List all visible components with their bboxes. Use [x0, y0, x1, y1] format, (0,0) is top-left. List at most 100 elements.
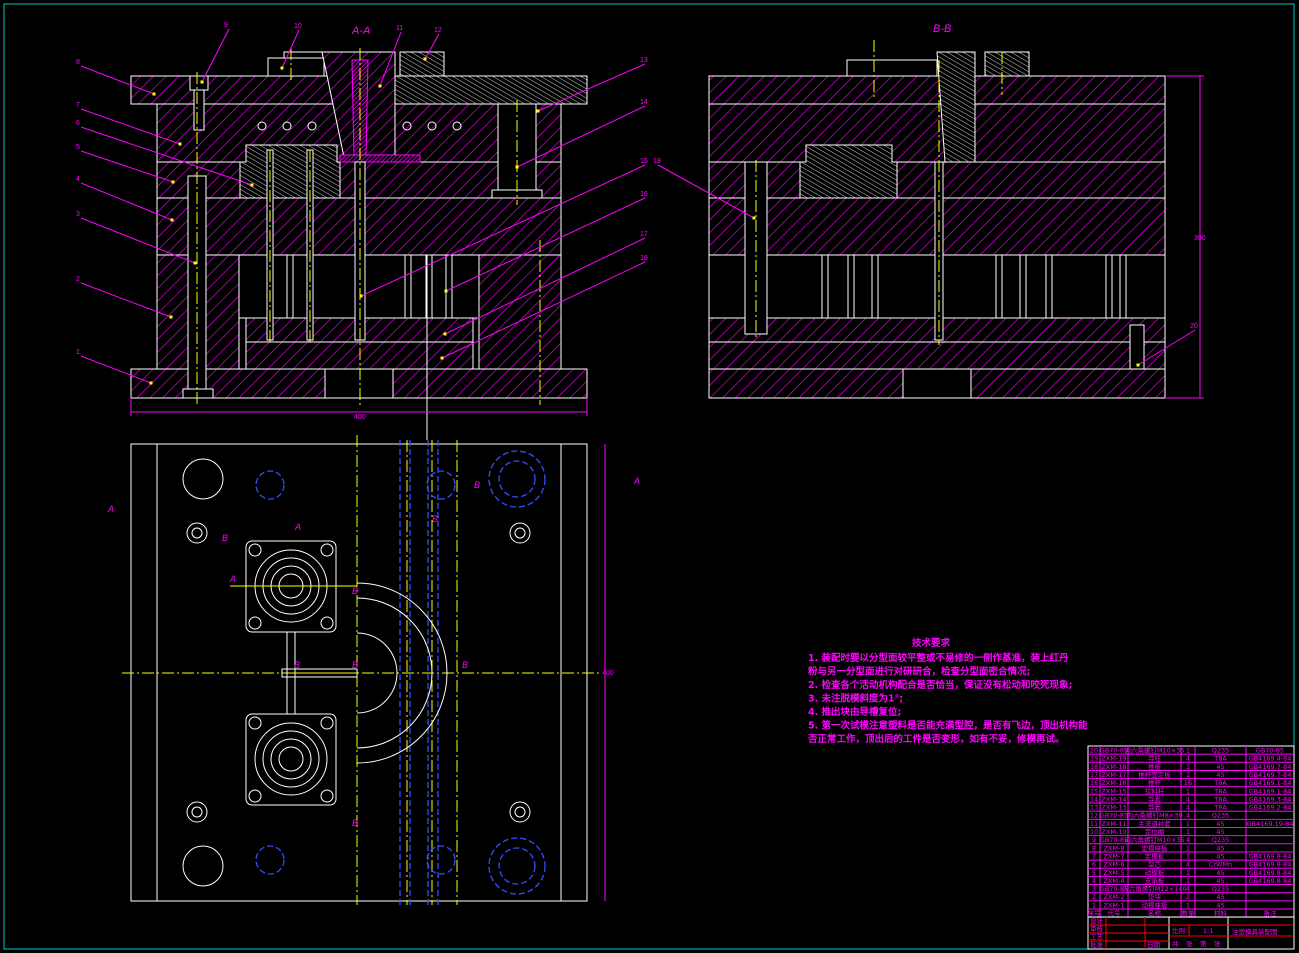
bom-cell: GB4169.3-84 [1249, 795, 1292, 803]
section-bb-title: B-B [933, 23, 951, 35]
tech-line-4: 3. 未注脱模斜度为1°; [808, 693, 903, 705]
bom-cell: 5 [1092, 869, 1096, 877]
bom-cell: 1 [1186, 844, 1190, 852]
section-bb-view: 300 B-B [708, 23, 1206, 399]
leader-line [444, 237, 646, 335]
leader-line [445, 197, 646, 292]
leader-line [657, 164, 755, 219]
bom-cell: CrWMn [1209, 861, 1232, 869]
bom-cell: 4 [1186, 804, 1190, 812]
drawing-border [3, 3, 1295, 950]
sheet-label-1: 共 [1172, 939, 1179, 948]
leader-line [441, 261, 646, 359]
bom-cell: ZXM-1 [1104, 901, 1125, 909]
bom-cell: GB4169.19-84 [1247, 820, 1294, 828]
bom-cell: 1 [1092, 901, 1096, 909]
bom-cell: GB4169.7-84 [1249, 763, 1292, 771]
bom-cell: 45 [1216, 877, 1224, 885]
leader-line [1137, 329, 1196, 366]
leader-dot [200, 80, 204, 84]
bom-cell: 9 [1092, 836, 1096, 844]
bom-cell: T8A [1213, 779, 1227, 787]
bom-cell: 推板 [1148, 762, 1162, 771]
part-label-9: 9 [224, 22, 228, 29]
leader-line [201, 28, 230, 83]
bom-cell: 45 [1216, 901, 1224, 909]
bom-cell: Q235 [1212, 812, 1230, 820]
section-marker: B [352, 660, 358, 670]
bom-cell: ZXM-19 [1101, 755, 1126, 763]
leader-line [537, 63, 646, 112]
section-marker: A [107, 504, 114, 514]
sheet-label-3: 第 [1200, 939, 1207, 948]
section-marker: A [294, 522, 301, 532]
leader-dot [171, 180, 175, 184]
technical-requirements: 技术要求 1. 装配时要以分型面较平整或不易修的一侧作基准，装上红丹粉与另一分型… [807, 637, 1088, 745]
scale-value: 1:1 [1203, 927, 1213, 935]
bom-cell: 45 [1216, 893, 1224, 901]
bom-cell: 20 [1090, 747, 1098, 755]
bom-cell: 1 [1186, 747, 1190, 755]
part-label-10: 10 [294, 23, 302, 30]
tech-line-3: 2. 检查各个活动机构配合是否恰当，保证没有松动和咬死现象; [808, 679, 1072, 691]
plan-height-dimension: 400 [602, 670, 614, 677]
bom-cell: 4 [1092, 877, 1096, 885]
designer-label: 设计 [1090, 916, 1104, 925]
part-label-18: 18 [640, 255, 648, 262]
bom-cell: 数量 [1182, 909, 1196, 918]
bom-cell: 11 [1090, 820, 1098, 828]
leader-dot [169, 315, 173, 319]
bom-cell: 内六角螺钉M8×30 [1127, 811, 1183, 820]
bom-cell: 19 [1090, 755, 1098, 763]
leader-dot [515, 165, 519, 169]
bom-cell: 内六角螺钉M10×35 [1124, 835, 1184, 844]
leader-line [516, 105, 646, 168]
bom-cell: ZXM-4 [1104, 877, 1125, 885]
bom-cell: Q235 [1212, 747, 1230, 755]
bom-cell: GB70-85 [1100, 836, 1128, 844]
bom-cell: 14 [1090, 795, 1098, 803]
bom-cell: ZXM-10 [1101, 828, 1126, 836]
bom-cell: Q235 [1212, 885, 1230, 893]
part-label-15: 15 [640, 158, 648, 165]
bom-cell: 主流道衬套 [1138, 819, 1171, 828]
bom-cell: GB70-85 [1100, 885, 1128, 893]
bom-cell: ZXM-17 [1101, 771, 1126, 779]
bom-cell: 45 [1216, 820, 1224, 828]
leader-line [80, 182, 173, 221]
bom-cell: 1 [1186, 877, 1190, 885]
leader-dot [1136, 363, 1140, 367]
leader-line [80, 65, 155, 95]
bom-cell: 4 [1186, 836, 1190, 844]
bom-cell: 支承板 [1145, 876, 1165, 885]
leader-dot [378, 84, 382, 88]
height-dimension: 300 [1194, 235, 1206, 242]
section-marker: B [432, 514, 438, 524]
bom-cell: 45 [1216, 869, 1224, 877]
scale-label: 比例 [1172, 926, 1185, 935]
bom-cell: 名称 [1148, 909, 1162, 918]
bom-cell: ZXM-15 [1101, 787, 1126, 795]
part-label-5: 5 [76, 144, 80, 151]
leader-dot [178, 142, 182, 146]
leader-dot [752, 216, 756, 220]
bom-cell: 12 [1090, 812, 1098, 820]
part-label-14: 14 [640, 99, 648, 106]
bom-cell: 1 [1186, 787, 1190, 795]
bom-cell: GB4169.2-84 [1249, 804, 1292, 812]
bom-cell: 45 [1216, 828, 1224, 836]
part-label-16: 16 [640, 191, 648, 198]
bom-cell: 45 [1216, 852, 1224, 860]
bom-cell: 推杆 [1148, 778, 1162, 787]
